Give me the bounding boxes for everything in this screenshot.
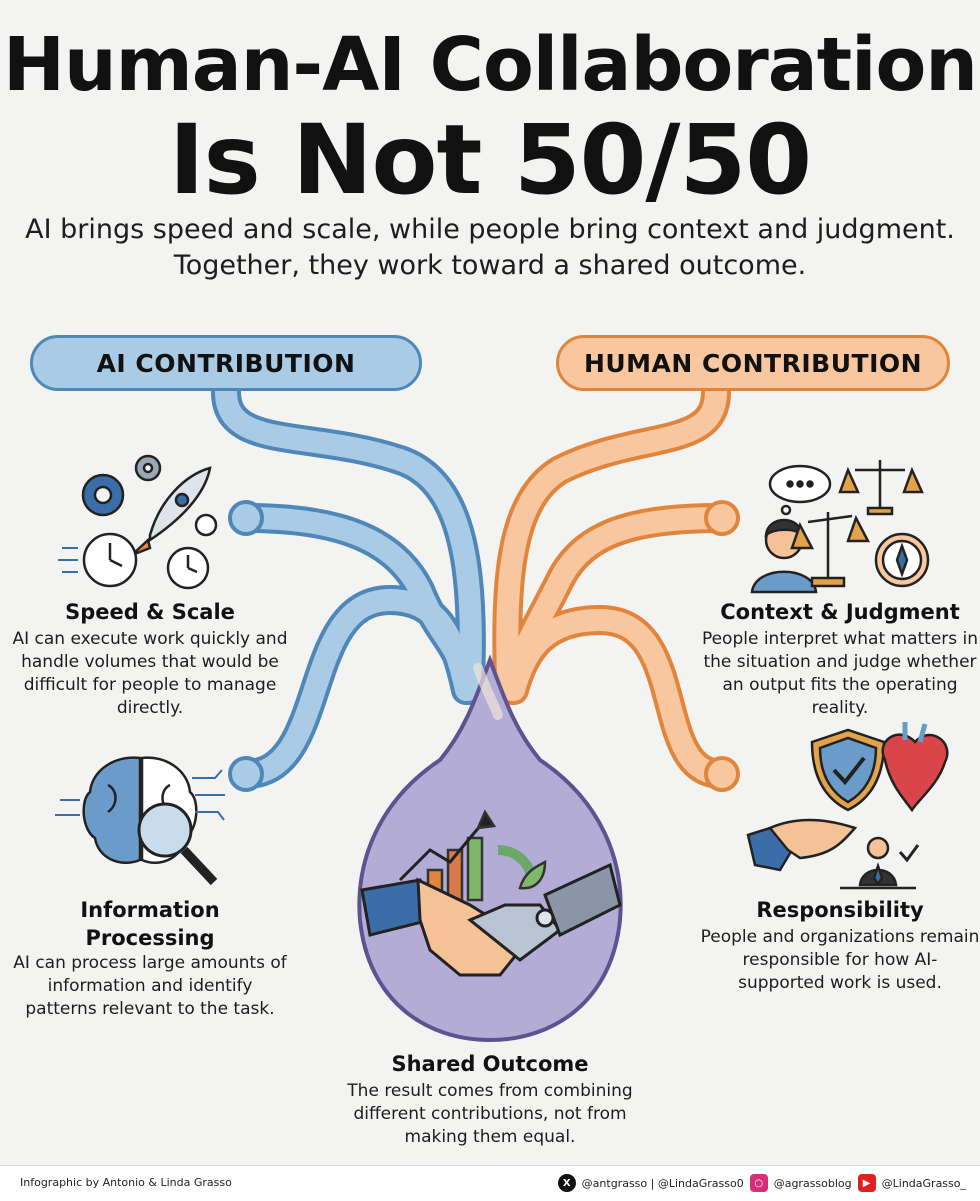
hand-icon <box>746 818 858 872</box>
page-title-line-1: Human-AI Collaboration <box>3 22 978 108</box>
shield-check-icon <box>810 728 886 812</box>
compass-icon <box>874 532 930 588</box>
context-judgment-title: Context & Judgment <box>720 600 960 624</box>
human-node-bottom <box>704 756 740 792</box>
information-processing-title: Information Processing <box>80 898 220 950</box>
outcome-droplet <box>357 654 623 1043</box>
speed-lines <box>58 547 78 573</box>
page-subtitle: AI brings speed and scale, while people … <box>25 214 955 281</box>
clock-icon <box>82 513 218 590</box>
businessman-icon <box>840 836 920 890</box>
page-title-line-2: Is Not 50/50 <box>168 104 812 216</box>
speed-scale-body: AI can execute work quickly and handle v… <box>12 629 288 718</box>
instagram-handle-link[interactable]: @agrassoblog <box>773 1176 852 1190</box>
growth-chart-icon <box>398 809 547 902</box>
human-contribution-pill: HUMAN CONTRIBUTION <box>556 335 950 391</box>
rocket-icon <box>131 466 212 557</box>
heart-icon <box>881 722 949 813</box>
ai-tubes <box>211 377 486 792</box>
shared-outcome-title: Shared Outcome <box>391 1052 589 1076</box>
instagram-logo-icon: ○ <box>749 1174 768 1192</box>
ai-contribution-pill: AI CONTRIBUTION <box>30 335 422 391</box>
person-icon <box>750 518 818 594</box>
context-judgment-body: People interpret what matters in the sit… <box>701 629 979 718</box>
information-processing-body: AI can process large amounts of informat… <box>13 953 287 1019</box>
human-tubes <box>492 377 740 792</box>
magnifier-icon <box>137 802 218 886</box>
responsibility-title: Responsibility <box>756 898 924 922</box>
footer-bar: Infographic by Antonio & Linda Grasso X … <box>0 1165 980 1201</box>
social-links: X @antgrasso | @LindaGrasso0 ○ @agrassob… <box>557 1174 966 1192</box>
footer-credit: Infographic by Antonio & Linda Grasso <box>20 1176 232 1189</box>
gears-icon <box>81 454 162 517</box>
scales-icon <box>790 460 924 588</box>
speed-scale-title: Speed & Scale <box>65 600 235 624</box>
x-logo-icon: X <box>557 1174 576 1192</box>
shared-outcome-body: The result comes from combining differen… <box>347 1081 633 1147</box>
youtube-logo-icon: ▶ <box>857 1174 876 1192</box>
responsibility-body: People and organizations remain responsi… <box>700 927 980 993</box>
handshake-icon <box>360 862 622 977</box>
ai-node-top <box>228 500 264 536</box>
thought-bubble-icon <box>768 464 832 516</box>
youtube-handle-link[interactable]: @LindaGrasso_ <box>881 1176 966 1190</box>
human-node-top <box>704 500 740 536</box>
ai-node-bottom <box>228 756 264 792</box>
circuit-lines <box>55 769 225 821</box>
x-handles-link[interactable]: @antgrasso | @LindaGrasso0 <box>581 1176 744 1190</box>
